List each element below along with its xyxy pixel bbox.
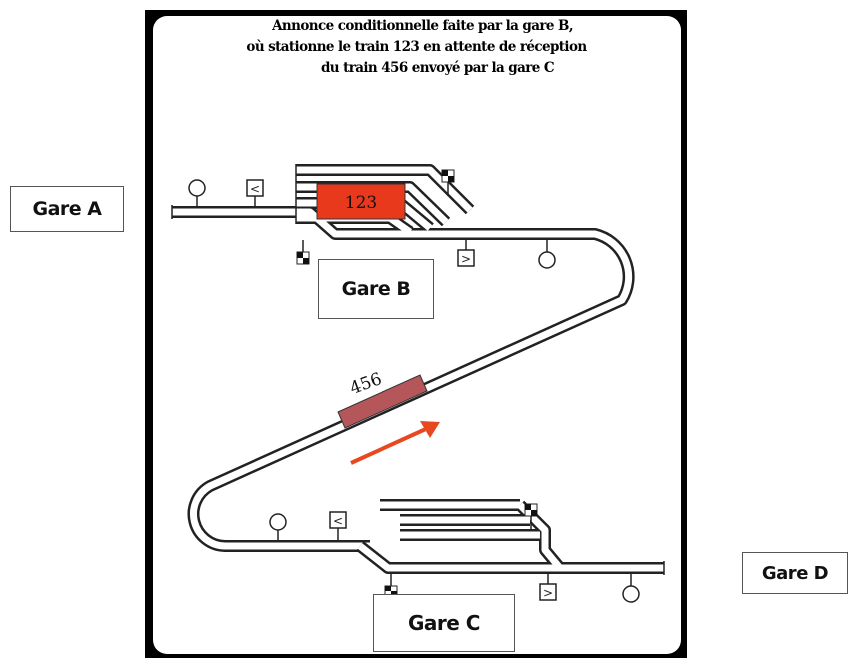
signal-board-left-c: < <box>329 511 347 542</box>
signal-circle-c-right <box>622 574 640 603</box>
signal-board-right-b: > <box>457 240 475 267</box>
train-123: 123 <box>316 183 406 220</box>
signal-right-symbol-c: > <box>543 586 553 600</box>
station-label-gare-d: Gare D <box>742 552 848 594</box>
announcement-line-2: où stationne le train 123 en attente de … <box>246 39 587 55</box>
signal-circle-b-left <box>188 179 206 208</box>
direction-arrow <box>350 421 440 465</box>
announcement-line-1: Annonce conditionnelle faite par la gare… <box>272 18 573 34</box>
signal-right-symbol: > <box>461 252 471 266</box>
signal-circle-b-right <box>538 240 556 269</box>
checker-signal-b-top <box>441 169 455 196</box>
signal-board-right-c: > <box>539 574 557 601</box>
signal-left-symbol-c: < <box>333 514 343 528</box>
checker-signal-c-bottom <box>384 574 398 597</box>
station-label-gare-c: Gare C <box>373 594 515 652</box>
signal-left-symbol: < <box>250 182 260 196</box>
checker-signal-b-bottom <box>296 240 310 265</box>
checker-signal-c-top <box>524 503 538 530</box>
station-label-gare-a: Gare A <box>10 186 124 232</box>
signal-board-left-b: < <box>246 179 264 208</box>
announcement-text: Annonce conditionnelle faite par la gare… <box>175 16 670 79</box>
announcement-line-3: du train 456 envoyé par la gare C <box>320 60 555 76</box>
station-c-tracks <box>356 499 665 575</box>
station-b-tracks <box>171 164 635 552</box>
train-123-label: 123 <box>345 193 377 213</box>
signal-circle-c-left <box>269 513 287 542</box>
station-label-gare-b: Gare B <box>318 259 434 319</box>
